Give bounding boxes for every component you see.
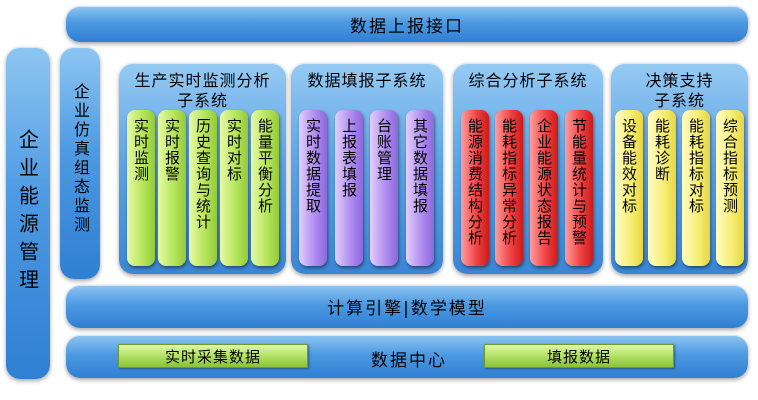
module-realtime-alarm[interactable]: 实时报警 <box>158 110 186 266</box>
module-energy-balance[interactable]: 能量平衡分析 <box>251 110 279 266</box>
module-label: 实时监测 <box>132 118 150 182</box>
module-ledger-management[interactable]: 台账管理 <box>370 110 398 266</box>
data-center-label: 数据中心 <box>371 351 447 371</box>
enterprise-energy-management-label: 企业能源管理 <box>15 129 40 297</box>
simulation-monitor-label: 企业仿真组态监测 <box>71 83 90 235</box>
compute-engine-bar: 计算引擎|数学模型 <box>66 285 748 328</box>
module-label: 其它数据填报 <box>411 118 429 214</box>
module-label: 台账管理 <box>375 118 393 182</box>
panel-production-monitoring-title: 生产实时监测分析 子系统 <box>119 71 286 111</box>
module-energy-diagnosis[interactable]: 能耗诊断 <box>648 110 676 266</box>
data-center-bar: 实时采集数据 数据中心 填报数据 <box>66 335 748 378</box>
panel-title-line1: 生产实时监测分析 <box>134 71 271 90</box>
panel-title-line2: 子系统 <box>176 91 228 110</box>
filing-data-label: 填报数据 <box>546 347 611 366</box>
panel-comprehensive-analysis-title: 综合分析子系统 <box>468 71 588 90</box>
simulation-monitor-bar: 企业仿真组态监测 <box>60 47 100 279</box>
module-label: 能耗诊断 <box>653 118 671 182</box>
module-label: 企业能源状态报告 <box>535 118 553 246</box>
filing-data-box[interactable]: 填报数据 <box>484 344 674 368</box>
module-energy-status-report[interactable]: 企业能源状态报告 <box>530 110 558 266</box>
module-label: 实时对标 <box>225 118 243 182</box>
data-report-interface-label: 数据上报接口 <box>350 16 464 37</box>
module-label: 实时报警 <box>163 118 181 182</box>
compute-engine-label: 计算引擎|数学模型 <box>327 299 487 319</box>
module-other-data-filing[interactable]: 其它数据填报 <box>406 110 434 266</box>
module-label: 历史查询与统计 <box>194 118 212 230</box>
enterprise-energy-management-bar: 企业能源管理 <box>6 47 50 379</box>
realtime-collection-label: 实时采集数据 <box>164 347 261 366</box>
module-saving-stats-warning[interactable]: 节能量统计与预警 <box>565 110 593 266</box>
module-realtime-benchmark[interactable]: 实时对标 <box>220 110 248 266</box>
realtime-collection-box[interactable]: 实时采集数据 <box>118 344 308 368</box>
module-label: 综合指标预测 <box>721 118 739 214</box>
panel-title-line1: 决策支持 <box>645 71 714 90</box>
module-label: 上报表填报 <box>340 118 358 198</box>
panel-title-line2: 子系统 <box>653 91 705 110</box>
module-realtime-data-extract[interactable]: 实时数据提取 <box>299 110 327 266</box>
module-index-forecast[interactable]: 综合指标预测 <box>716 110 744 266</box>
module-label: 能耗指标对标 <box>687 118 705 214</box>
panel-decision-support-title: 决策支持 子系统 <box>611 71 748 111</box>
module-index-benchmark[interactable]: 能耗指标对标 <box>682 110 710 266</box>
panel-data-filing-title: 数据填报子系统 <box>307 71 427 90</box>
data-report-interface-bar: 数据上报接口 <box>66 6 748 42</box>
module-equipment-efficiency[interactable]: 设备能效对标 <box>615 110 643 266</box>
module-label: 能量平衡分析 <box>256 118 274 214</box>
module-history-query[interactable]: 历史查询与统计 <box>189 110 217 266</box>
module-label: 节能量统计与预警 <box>570 118 588 246</box>
module-label: 实时数据提取 <box>304 118 322 214</box>
module-consumption-anomaly[interactable]: 能耗指标异常分析 <box>495 110 523 266</box>
module-energy-structure[interactable]: 能源消费结构分析 <box>461 110 489 266</box>
module-label: 设备能效对标 <box>620 118 638 214</box>
module-label: 能源消费结构分析 <box>466 118 484 246</box>
module-realtime-monitoring[interactable]: 实时监测 <box>127 110 155 266</box>
module-label: 能耗指标异常分析 <box>500 118 518 246</box>
module-report-filing[interactable]: 上报表填报 <box>335 110 363 266</box>
